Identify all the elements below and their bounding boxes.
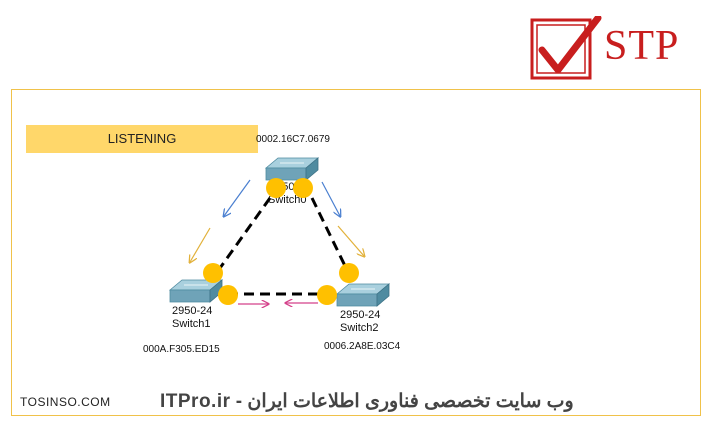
footer-site-name: TOSINSO.COM xyxy=(20,395,111,409)
bpdu-arrow-root-to-switch1 xyxy=(224,179,251,216)
stp-logo-checkbox-icon xyxy=(530,16,602,80)
port-dot-switch2-left xyxy=(317,285,337,305)
bpdu-arrow-listening-switch1 xyxy=(190,227,211,262)
switch1-icon[interactable] xyxy=(169,279,223,303)
port-dot-switch1-right xyxy=(218,285,238,305)
switch0-icon[interactable] xyxy=(265,157,319,181)
switch1-mac: 000A.F305.ED15 xyxy=(143,344,220,355)
bpdu-arrow-listening-switch2 xyxy=(337,225,364,256)
switch2-icon[interactable] xyxy=(336,283,390,307)
port-state-label: LISTENING xyxy=(26,125,258,153)
link-root-switch1 xyxy=(213,197,272,276)
footer-tagline: وب سایت تخصصی فناوری اطلاعات ایران - ITP… xyxy=(160,391,574,412)
diagram-frame xyxy=(11,89,701,416)
switch1-model: 2950-24 xyxy=(172,305,212,317)
port-dot-root-left xyxy=(266,178,286,198)
port-dot-switch2-top xyxy=(339,263,359,283)
port-dot-root-right xyxy=(293,178,313,198)
logo-title: STP xyxy=(604,23,680,69)
switch0-mac: 0002.16C7.0679 xyxy=(256,134,330,145)
port-dot-switch1-top xyxy=(203,263,223,283)
switch2-name: Switch2 xyxy=(340,322,379,334)
switch1-name: Switch1 xyxy=(172,318,211,330)
switch2-mac: 0006.2A8E.03C4 xyxy=(324,341,401,352)
link-root-switch2 xyxy=(310,197,350,273)
bpdu-arrow-root-to-switch2 xyxy=(321,181,340,216)
switch2-model: 2950-24 xyxy=(340,309,380,321)
